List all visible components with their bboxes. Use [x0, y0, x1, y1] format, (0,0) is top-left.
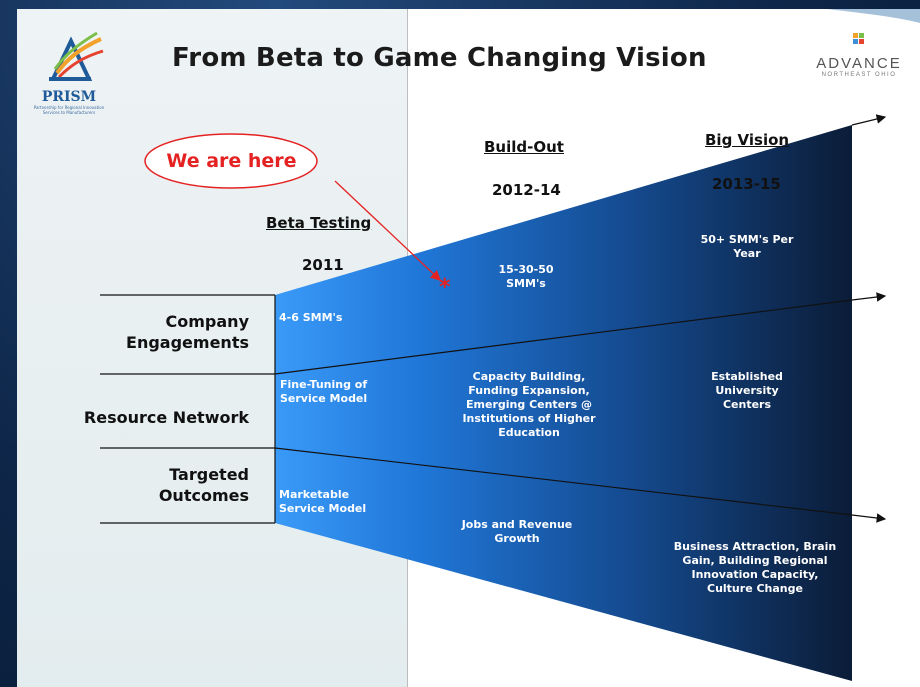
phase-header-bigvision: Big Vision: [705, 131, 790, 149]
corner-swoosh: [827, 9, 920, 23]
phase-years-bigvision: 2013-15: [712, 175, 781, 193]
cell-outcomes-buildout: Jobs and Revenue Growth: [461, 518, 573, 545]
arrow-mid: [851, 292, 887, 302]
row-divider-2: [274, 447, 853, 516]
row-label-resource: Resource Network: [83, 408, 249, 427]
arrow-top: [851, 114, 887, 126]
cell-outcomes-beta: Marketable Service Model: [279, 488, 367, 515]
cell-outcomes-bigvision: Business Attraction, Brain Gain, Buildin…: [673, 540, 837, 595]
row-label-outcomes-line2: Outcomes: [158, 486, 249, 505]
prism-tagline: Partnership for Regional Innovation Serv…: [33, 105, 105, 115]
row-label-outcomes-line1: Targeted: [169, 465, 249, 484]
phase-years-buildout: 2012-14: [492, 181, 561, 199]
cell-company-beta: 4-6 SMM's: [279, 311, 343, 324]
callout-text: We are here: [166, 150, 297, 172]
callout-pointer: [334, 180, 441, 281]
prism-logo: PRISM Partnership for Regional Innovatio…: [27, 29, 111, 125]
prism-triangle-icon: [49, 31, 104, 81]
advance-name: ADVANCE: [816, 55, 902, 72]
cell-resource-buildout: Capacity Building, Funding Expansion, Em…: [462, 370, 596, 439]
row-label-company: Company Engagements: [97, 311, 249, 353]
phase-header-beta: Beta Testing: [266, 214, 372, 232]
cell-resource-bigvision: Established University Centers: [711, 370, 783, 411]
advance-mosaic-icon: [853, 33, 864, 44]
row-label-company-line2: Engagements: [126, 333, 249, 352]
funnel-shape: [275, 125, 852, 681]
arrow-bottom: [851, 513, 887, 523]
cell-company-bigvision: 50+ SMM's Per Year: [700, 233, 794, 260]
cell-resource-beta: Fine-Tuning of Service Model: [280, 378, 368, 405]
callout-bubble: [144, 133, 318, 189]
slide: PRISM Partnership for Regional Innovatio…: [17, 9, 920, 687]
advance-subtitle: NORTHEAST OHIO: [821, 72, 897, 78]
row-divider-1: [274, 299, 853, 375]
slide-title: From Beta to Game Changing Vision: [172, 43, 707, 73]
phase-years-beta: 2011: [302, 256, 344, 274]
prism-name: PRISM: [41, 89, 97, 105]
row-label-company-line1: Company: [165, 312, 249, 331]
star-marker-icon: *: [439, 275, 451, 300]
row-label-outcomes: Targeted Outcomes: [97, 464, 249, 506]
phase-header-buildout: Build-Out: [484, 138, 564, 156]
funnel-diagram: *: [100, 9, 920, 681]
advance-logo: ADVANCE NORTHEAST OHIO: [805, 31, 913, 78]
cell-company-buildout: 15-30-50 SMM's: [498, 263, 554, 290]
